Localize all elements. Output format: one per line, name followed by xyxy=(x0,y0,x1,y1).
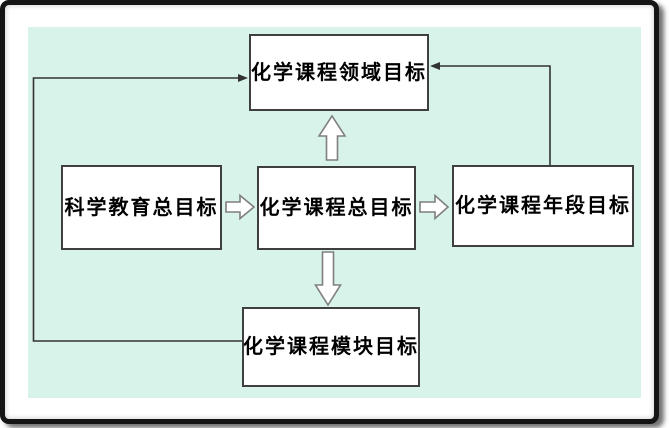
connector-module-to-domain-arrowhead xyxy=(238,74,248,82)
block-arrow-up-icon xyxy=(317,114,347,161)
node-chemistry-overall-goal: 化学课程总目标 xyxy=(257,166,416,250)
node-chemistry-grade-goal: 化学课程年段目标 xyxy=(452,165,634,247)
block-arrow-right-overall-to-grade-icon xyxy=(419,193,450,221)
block-arrow-right-science-to-overall-icon xyxy=(225,193,256,221)
block-arrow-down-icon xyxy=(314,251,342,307)
connector-grade-to-domain-arrowhead xyxy=(430,62,440,70)
connector-module-to-domain xyxy=(32,77,242,342)
node-chemistry-module-goal: 化学课程模块目标 xyxy=(242,307,420,387)
node-science-overall-goal: 科学教育总目标 xyxy=(61,165,222,250)
connector-grade-to-domain xyxy=(439,65,551,165)
node-chemistry-module-goal-label: 化学课程模块目标 xyxy=(243,336,419,358)
node-chemistry-domain-goal: 化学课程领域目标 xyxy=(249,34,429,111)
node-chemistry-grade-goal-label: 化学课程年段目标 xyxy=(455,195,631,217)
node-science-overall-goal-label: 科学教育总目标 xyxy=(64,196,219,219)
node-chemistry-domain-goal-label: 化学课程领域目标 xyxy=(251,61,427,84)
node-chemistry-overall-goal-label: 化学课程总目标 xyxy=(259,197,414,219)
